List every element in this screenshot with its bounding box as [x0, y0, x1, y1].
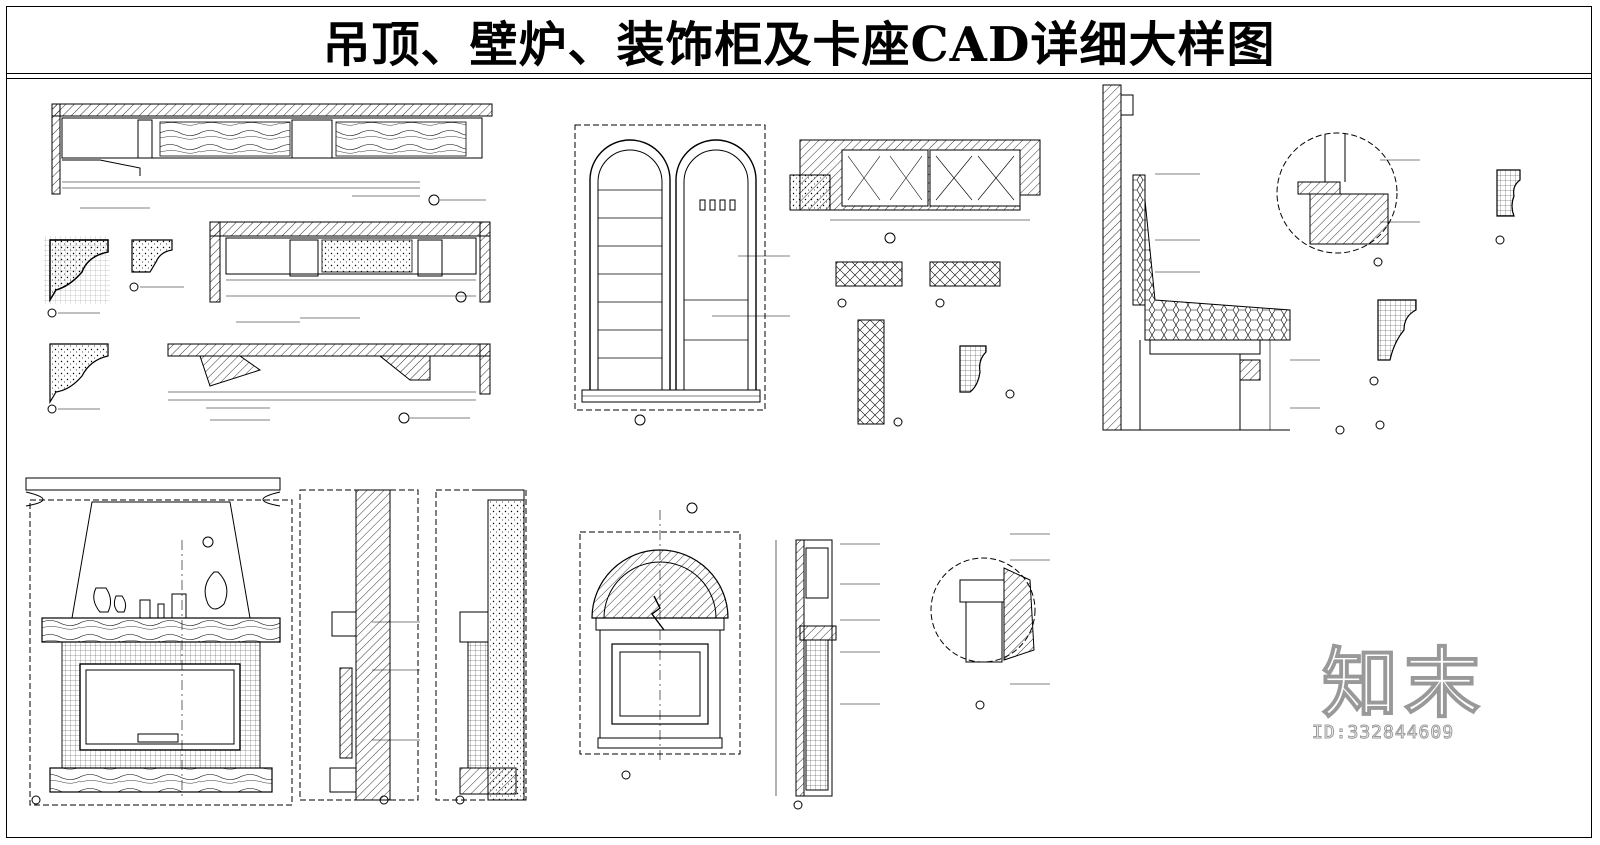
title-underline: [6, 78, 1592, 79]
watermark-brand: 知末: [1321, 639, 1486, 728]
sheet-border: [6, 6, 1592, 838]
ceiling-section-3: [167, 343, 491, 424]
ceiling-section-2: [209, 221, 491, 303]
arched-mirror-elevation: [579, 502, 741, 780]
sheet-title: 吊顶、壁炉、装饰柜及卡座CAD详细大样图: [322, 16, 1276, 73]
annotation-leaders: [80, 159, 1420, 741]
arched-cabinet-elevation: [574, 124, 766, 426]
ceiling-section-1: [51, 103, 493, 206]
title-block: 吊顶、壁炉、装饰柜及卡座CAD详细大样图: [6, 6, 1592, 74]
molding-details-left: [44, 236, 184, 414]
booth-seat-section: [1102, 84, 1345, 435]
mirror-section-detail: [775, 539, 1036, 810]
cabinet-plan-details: [789, 139, 1041, 427]
fireplace-elevation: [25, 477, 293, 806]
fireplace-sections: [299, 489, 527, 805]
booth-detail-callout: [1276, 132, 1521, 430]
watermark-id: ID:332844609: [1311, 722, 1455, 744]
